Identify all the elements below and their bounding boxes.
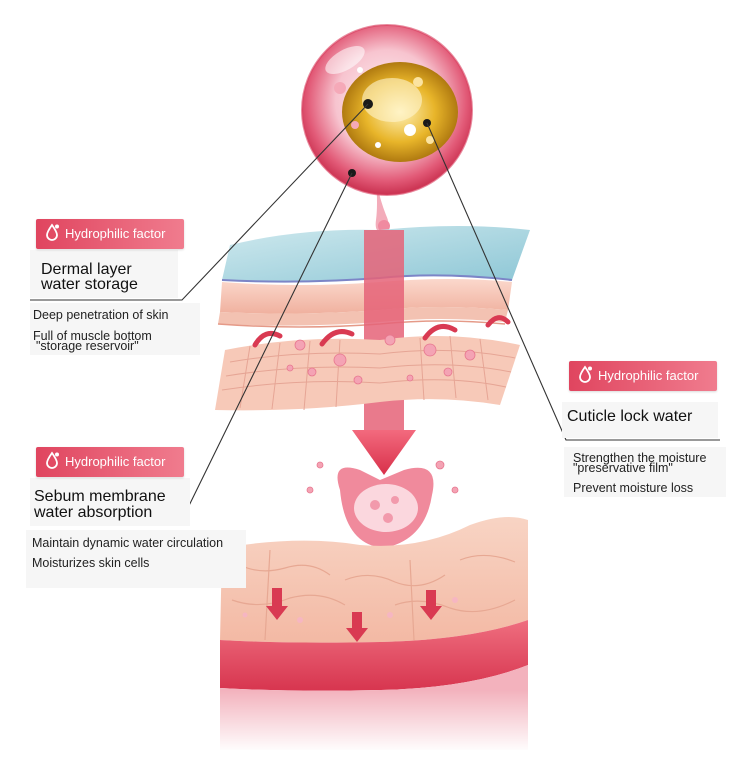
label-panel-cuticle [562,402,718,438]
label-panel-dermal [30,250,178,298]
cuticle-desc1-line1: Strengthen the moisture [573,451,707,465]
label-panel-sebum [30,478,190,526]
dermal-title-line1: Dermal layer [41,261,132,278]
sebum-ring [337,467,434,548]
desc-panel-cuticle [564,447,726,497]
cuticle-title: Cuticle lock water [567,408,693,425]
hydrophilic-badge-sebum: Hydrophilic factor [36,447,184,477]
sebum-desc1: Maintain dynamic water circulation [32,536,224,550]
dermal-title-line2: water storage [41,276,138,293]
desc-panel-dermal [30,303,200,355]
down-arrow-icon [266,588,442,642]
down-arrow-icon [352,430,416,475]
moisture-bubbles [286,334,476,494]
water-drop-icon [46,223,59,241]
badge-label: Hydrophilic factor [65,226,166,241]
cell-grid-layer [215,335,520,411]
essence-capsule [301,24,473,196]
desc-panel-sebum [26,530,246,588]
hydrophilic-badge-dermal: Hydrophilic factor [36,219,184,249]
badge-label: Hydrophilic factor [65,454,166,469]
water-drop-icon [579,365,592,383]
skin-block [215,516,535,752]
water-drop-icon [46,451,59,469]
cuticle-desc1-line2: "preservative film" [573,461,673,475]
dermal-desc2-line1: Full of muscle bottom [33,329,152,343]
badge-label: Hydrophilic factor [598,368,699,383]
sebum-desc2: Moisturizes skin cells [32,556,150,570]
swirl-arrow-icon [252,315,511,348]
dermal-desc2-line2: "storage reservoir" [36,339,139,353]
dermal-desc1: Deep penetration of skin [33,308,169,322]
cuticle-desc2: Prevent moisture loss [573,481,694,495]
hydrophilic-badge-cuticle: Hydrophilic factor [569,361,717,391]
sebum-title-line1: Sebum membrane [34,488,166,505]
sebum-title-line2: water absorption [34,504,153,521]
